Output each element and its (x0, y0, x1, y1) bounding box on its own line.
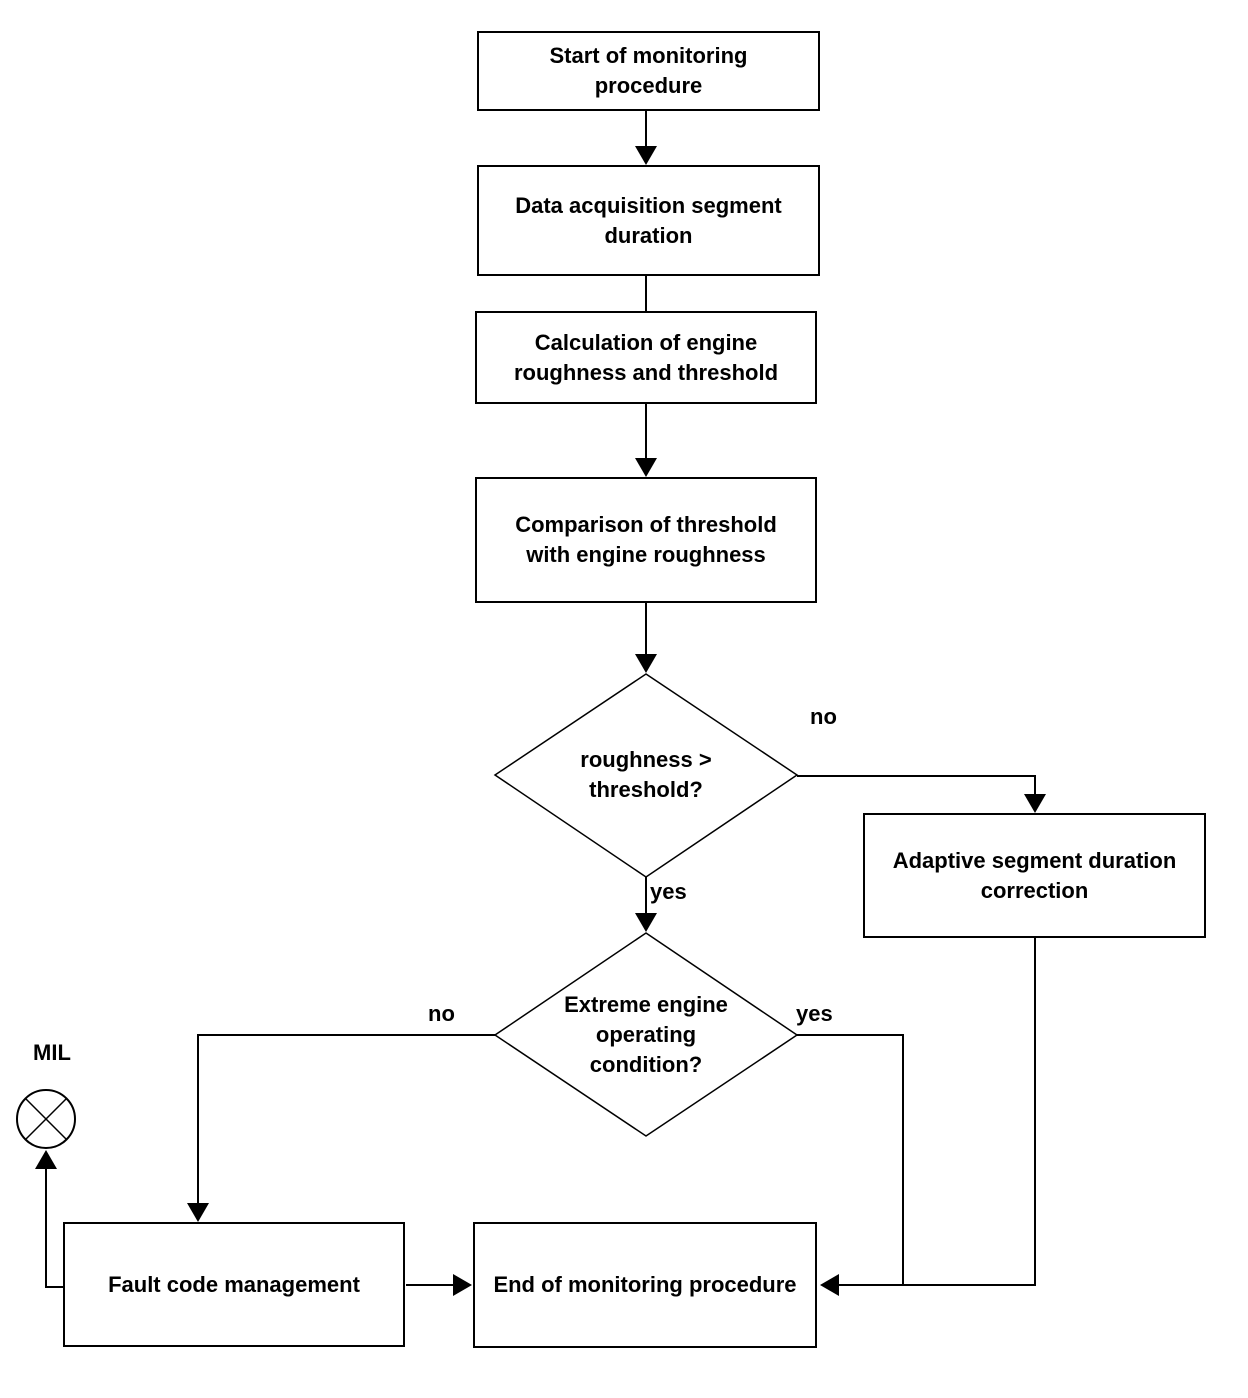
mil-lamp-icon (16, 1089, 76, 1149)
end-node: End of monitoring procedure (473, 1222, 817, 1348)
start-node-label: Start of monitoring procedure (549, 43, 748, 98)
edge-comparison-to-roughness-decision (635, 603, 657, 673)
edge-fault-to-end (406, 1274, 472, 1296)
edge-calculation-to-comparison (635, 404, 657, 477)
label-extreme-no: no (428, 1001, 455, 1026)
comparison-node-label: Comparison of threshold with engine roug… (515, 512, 777, 567)
arrowhead-down-icon (187, 1203, 209, 1222)
edge-roughness-yes-to-extreme-decision (635, 877, 657, 932)
edge-roughness-no-to-adaptive (797, 775, 1046, 813)
mil-label: MIL (33, 1040, 71, 1065)
calculation-node-label: Calculation of engine roughness and thre… (513, 329, 779, 385)
arrowhead-down-icon (1024, 794, 1046, 813)
decision-extreme-label: Extreme engine operating condition? (564, 992, 728, 1077)
data-acquisition-node-label: Data acquisition segment duration (515, 192, 782, 248)
arrowhead-down-icon (635, 458, 657, 477)
arrowhead-left-icon (820, 1274, 839, 1296)
arrowhead-down-icon (635, 654, 657, 673)
edge-extreme-no-to-fault (187, 1034, 495, 1222)
comparison-node: Comparison of threshold with engine roug… (475, 477, 817, 603)
edge-adaptive-to-end (820, 938, 1036, 1296)
arrowhead-down-icon (635, 146, 657, 165)
edge-extreme-yes-to-end (797, 1034, 904, 1285)
decision-roughness-label: roughness > threshold? (580, 747, 712, 802)
fault-code-node: Fault code management (63, 1222, 405, 1347)
end-node-label: End of monitoring procedure (493, 1272, 797, 1297)
fault-code-node-label: Fault code management (108, 1271, 360, 1297)
adaptive-correction-node: Adaptive segment duration correction (863, 813, 1206, 938)
calculation-node: Calculation of engine roughness and thre… (475, 311, 817, 404)
label-roughness-no: no (810, 704, 837, 729)
data-acquisition-node: Data acquisition segment duration (477, 165, 820, 276)
arrowhead-right-icon (453, 1274, 472, 1296)
label-extreme-yes: yes (796, 1001, 833, 1026)
edge-start-to-acquisition (635, 111, 657, 165)
start-node: Start of monitoring procedure (477, 31, 820, 111)
label-roughness-yes: yes (650, 879, 687, 904)
arrowhead-down-icon (635, 913, 657, 932)
edge-fault-to-mil (35, 1150, 64, 1288)
decision-extreme-diamond (493, 932, 799, 1137)
adaptive-correction-node-label: Adaptive segment duration correction (892, 847, 1177, 903)
arrowhead-up-icon (35, 1150, 57, 1169)
